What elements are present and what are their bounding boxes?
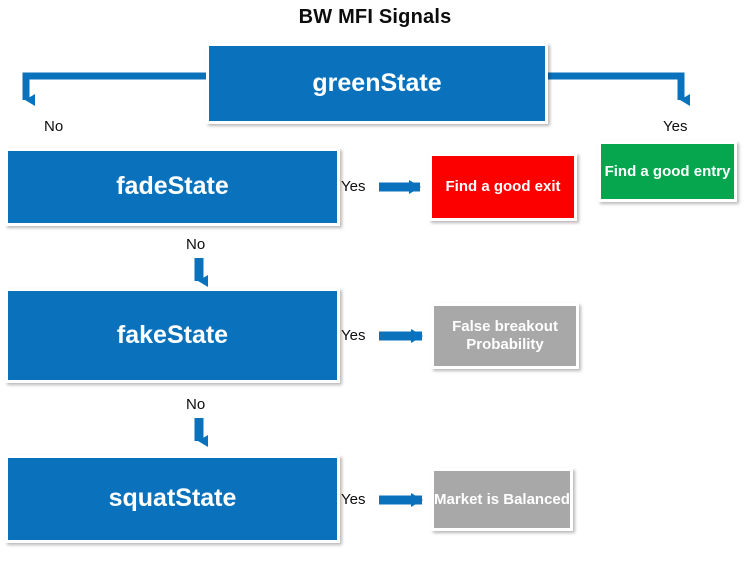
node-squatstate[interactable]: squatState — [5, 455, 340, 543]
edge-label-squatstate-yes: Yes — [341, 491, 366, 508]
edge-label-fadestate-no: No — [186, 236, 206, 253]
node-fadestate[interactable]: fadeState — [5, 148, 340, 226]
node-fakestate[interactable]: fakeState — [5, 288, 340, 383]
node-greenstate[interactable]: greenState — [206, 43, 548, 124]
edge-label-greenstate-no: No — [44, 118, 64, 135]
node-market-is-balanced[interactable]: Market is Balanced — [431, 468, 573, 531]
edge-greenstate-yes — [548, 72, 690, 106]
edge-label-fakestate-yes: Yes — [341, 327, 366, 344]
edge-label-fakestate-no: No — [186, 396, 206, 413]
node-find-good-exit[interactable]: Find a good exit — [429, 153, 577, 221]
node-false-breakout-probability[interactable]: False breakout Probability — [431, 303, 579, 369]
edge-greenstate-no — [22, 72, 206, 106]
edge-label-fadestate-yes: Yes — [341, 178, 366, 195]
page-title: BW MFI Signals — [298, 6, 452, 28]
node-find-good-entry[interactable]: Find a good entry — [598, 141, 737, 202]
edge-label-greenstate-yes: Yes — [663, 118, 688, 135]
